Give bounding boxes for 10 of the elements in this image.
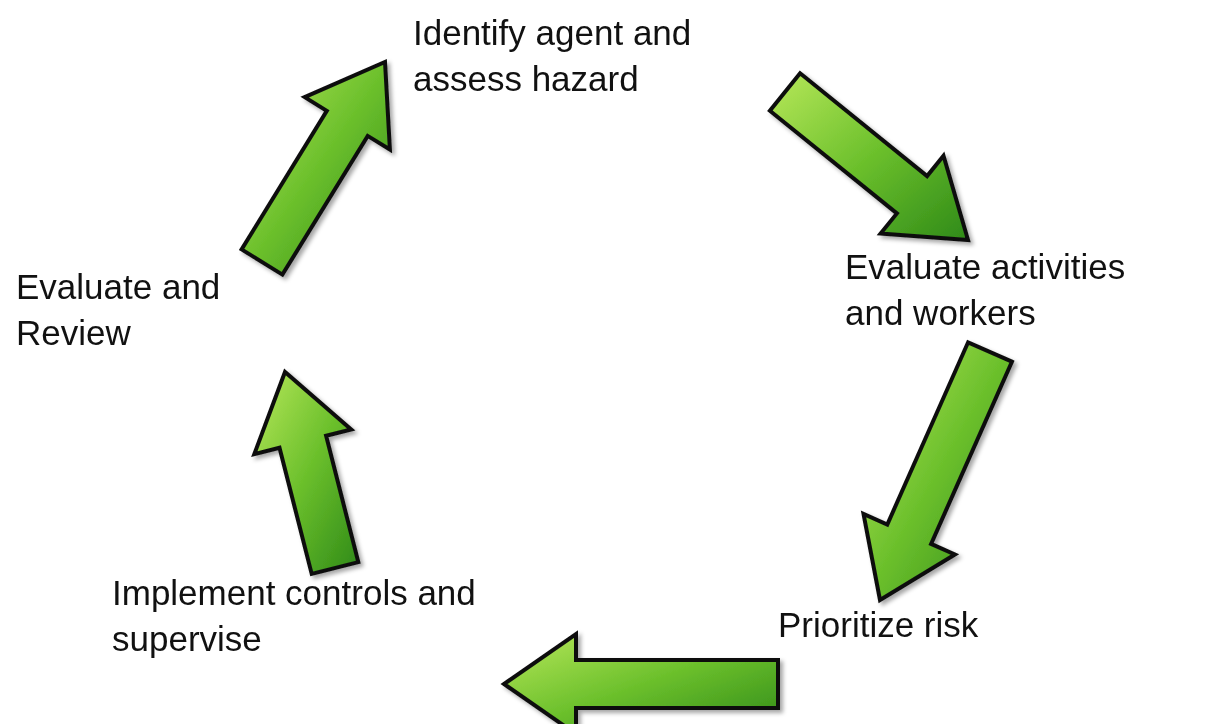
block-arrow	[251, 368, 361, 577]
step-label: Evaluate and Review	[16, 262, 278, 372]
step-label: Identify agent and assess hazard	[385, 8, 785, 110]
step-label: Implement controls and supervise	[112, 568, 477, 688]
step-label: Prioritize risk	[778, 600, 1048, 692]
block-arrow	[500, 630, 780, 724]
block-arrow	[238, 59, 393, 278]
block-arrow	[767, 70, 971, 243]
step-label: Evaluate activities and workers	[845, 240, 1185, 352]
block-arrow	[860, 339, 1015, 604]
